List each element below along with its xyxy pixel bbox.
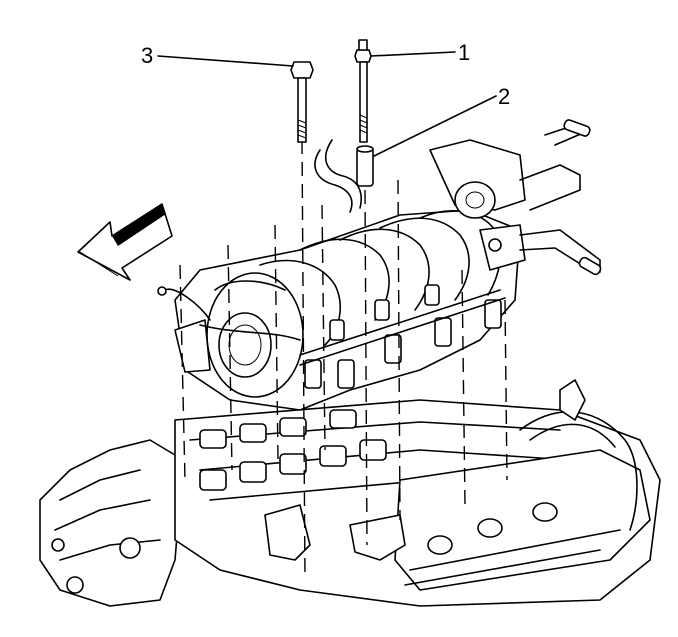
callout-label-3: 3 — [141, 43, 154, 68]
leader-lines — [157, 51, 497, 157]
arrow-left-icon — [77, 203, 173, 281]
bolt-3 — [290, 61, 314, 143]
stud-bolt-1 — [354, 39, 372, 143]
engine-block — [39, 379, 661, 607]
fuel-injectors — [304, 284, 502, 389]
bolt-alignment-lines — [179, 139, 508, 581]
intake-manifold — [157, 119, 602, 411]
spacer-2 — [356, 145, 374, 187]
callout-label-2: 2 — [498, 84, 511, 109]
callout-label-1: 1 — [458, 40, 471, 65]
